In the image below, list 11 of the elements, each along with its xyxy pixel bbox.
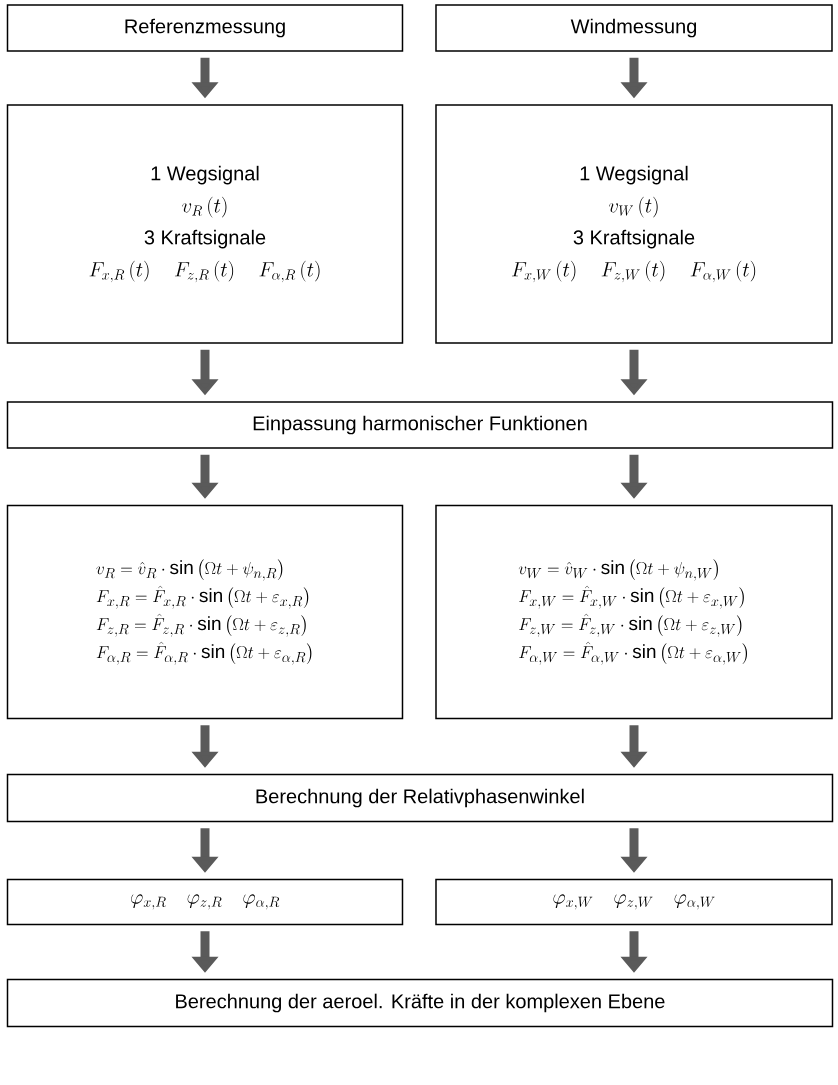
process-box: $v_R = \hat{v}_R \cdot \sin\left(\Omega t + \psi_{n,R}\right)$ $F_{x,R} = \hat{F}_{x,R} \cdot \sin\left(\Omega t + \varepsilon_{x,R}\right)$ $F_{z,R} = \hat{F}_{z,R} \cdot \sin\left(\Omega t + \varepsilon_{z,R}\right)$ $F_{\alpha,R} = \hat{F}_{\alpha,R} \cdot \sin\left(\Omega t + \varepsilon_{\alpha,R}\right)$ [6, 504, 404, 720]
process-box: Berechnung der Relativphasenwinkel [6, 773, 834, 823]
process-box: Windmessung [435, 4, 833, 52]
process-box: $\varphi_{x,W} \quad \varphi_{z,W} \quad \varphi_{\alpha,W}$ [435, 878, 833, 926]
process-box: Referenzmessung [6, 4, 404, 52]
process-box: 1 Wegsignal $v_W\left(t\right)$ 3 Kraftsignale $F_{x,W}\left(t\right) \quad F_{z,W}\left(t\right) \quad F_{\alpha,W}\left(t\right)$ [435, 104, 833, 344]
process-box: 1 Wegsignal $v_R\left(t\right)$ 3 Kraftsignale $F_{x,R}\left(t\right) \quad F_{z,R}\left(t\right) \quad F_{\alpha,R}\left(t\right)$ [6, 104, 404, 344]
process-box: $v_W = \hat{v}_W \cdot \sin\left(\Omega t + \psi_{n,W}\right)$ $F_{x,W} = \hat{F}_{x,W} \cdot \sin\left(\Omega t + \varepsilon_{x,W}\right)$ $F_{z,W} = \hat{F}_{z,W} \cdot \sin\left(\Omega t + \varepsilon_{z,W}\right)$ $F_{\alpha,W} = \hat{F}_{\alpha,W} \cdot \sin\left(\Omega t + \varepsilon_{\alpha,W}\right)$ [435, 504, 833, 720]
process-box: Berechnung der aeroel. Kräfte in der komplexen Ebene [6, 978, 834, 1028]
process-box: Einpassung harmonischer Funktionen [6, 401, 834, 449]
process-box: $\varphi_{x,R} \quad \varphi_{z,R} \quad \varphi_{\alpha,R}$ [6, 878, 404, 926]
